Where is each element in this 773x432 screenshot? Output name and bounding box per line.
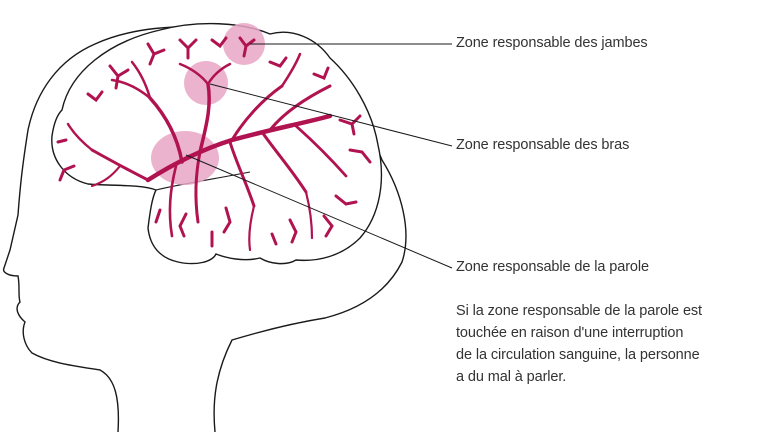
speech-explanation: Si la zone responsable de la parole est … [456, 300, 768, 388]
speech-explanation-line: Si la zone responsable de la parole est [456, 300, 768, 322]
legs-zone-label: Zone responsable des jambes [456, 35, 648, 51]
speech-explanation-line: de la circulation sanguine, la personne [456, 344, 768, 366]
speech-explanation-line: a du mal à parler. [456, 366, 768, 388]
speech-explanation-line: touchée en raison d'une interruption [456, 322, 768, 344]
speech-zone-label: Zone responsable de la parole [456, 259, 649, 275]
arms-zone-label: Zone responsable des bras [456, 137, 629, 153]
